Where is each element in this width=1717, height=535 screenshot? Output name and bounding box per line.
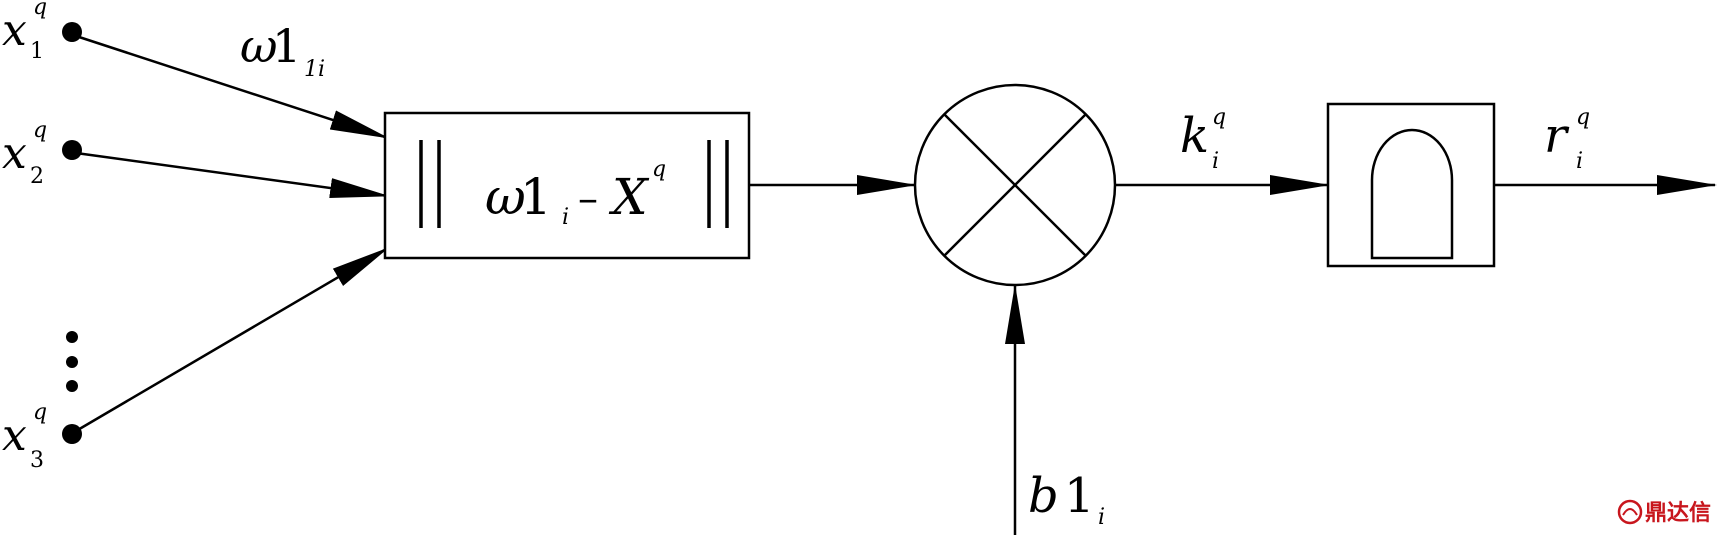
bias-symbol: b xyxy=(1028,468,1059,524)
r-superscript: q xyxy=(1576,105,1590,130)
watermark: 鼎达信 xyxy=(1617,499,1711,526)
watermark-text: 鼎达信 xyxy=(1645,500,1711,526)
multiplier-cross xyxy=(943,113,1087,257)
input-2-sub: 2 xyxy=(30,164,44,189)
input-dot-2 xyxy=(62,140,82,160)
weight-number: 1 xyxy=(272,19,301,73)
bias-label: b 1 i xyxy=(1028,468,1105,530)
distance-weight-number: 1 xyxy=(520,168,552,226)
radial-basis-icon xyxy=(1370,128,1454,260)
input-node-3: x 3 q xyxy=(2,400,82,473)
input-dot-1 xyxy=(62,22,82,42)
ellipsis-dot xyxy=(66,356,78,368)
distance-minus-sign: – xyxy=(578,176,598,222)
multiplier-node xyxy=(913,83,1117,287)
input-3-sub: 3 xyxy=(30,448,44,473)
input-3-var: x xyxy=(2,410,27,461)
input-node-2: x 2 q xyxy=(2,118,82,189)
r-subscript: i xyxy=(1576,149,1583,174)
input-1-var: x xyxy=(2,5,27,56)
input-3-connection xyxy=(75,246,390,433)
weight-subscript: 1i xyxy=(304,57,325,82)
input-3-sup: q xyxy=(33,400,47,425)
bias-number: 1 xyxy=(1064,468,1095,524)
watermark-logo-icon xyxy=(1622,508,1638,516)
r-label: r q i xyxy=(1544,105,1590,174)
distance-input-vector: X xyxy=(608,168,650,226)
k-symbol: k xyxy=(1180,108,1209,164)
input-2-sup: q xyxy=(33,118,47,143)
weight-symbol: ω xyxy=(240,19,278,73)
input-1-connection xyxy=(75,34,390,140)
k-subscript: i xyxy=(1212,149,1219,174)
ellipsis-dot xyxy=(66,331,78,343)
input-node-1: x 1 q xyxy=(2,0,82,64)
input-ellipsis xyxy=(66,331,78,392)
watermark-logo-icon xyxy=(1617,499,1643,525)
input-1-sub: 1 xyxy=(30,39,44,64)
distance-block: ω 1 i – X q xyxy=(383,111,751,260)
input-1-sup: q xyxy=(33,0,47,20)
bias-subscript: i xyxy=(1098,505,1105,530)
k-superscript: q xyxy=(1212,105,1226,130)
input-dot-3 xyxy=(62,424,82,444)
r-symbol: r xyxy=(1544,108,1570,164)
distance-block-frame xyxy=(383,111,751,260)
ellipsis-dot xyxy=(66,380,78,392)
input-2-var: x xyxy=(2,128,27,179)
distance-weight-symbol: ω xyxy=(485,168,526,226)
transfer-block-frame xyxy=(1326,102,1496,268)
distance-weight-subscript: i xyxy=(562,205,569,230)
distance-input-sup: q xyxy=(652,157,666,182)
weight-label: ω 1 1i xyxy=(240,19,325,82)
k-label: k q i xyxy=(1180,105,1226,174)
transfer-function-block xyxy=(1326,102,1496,268)
input-2-connection xyxy=(75,151,390,198)
